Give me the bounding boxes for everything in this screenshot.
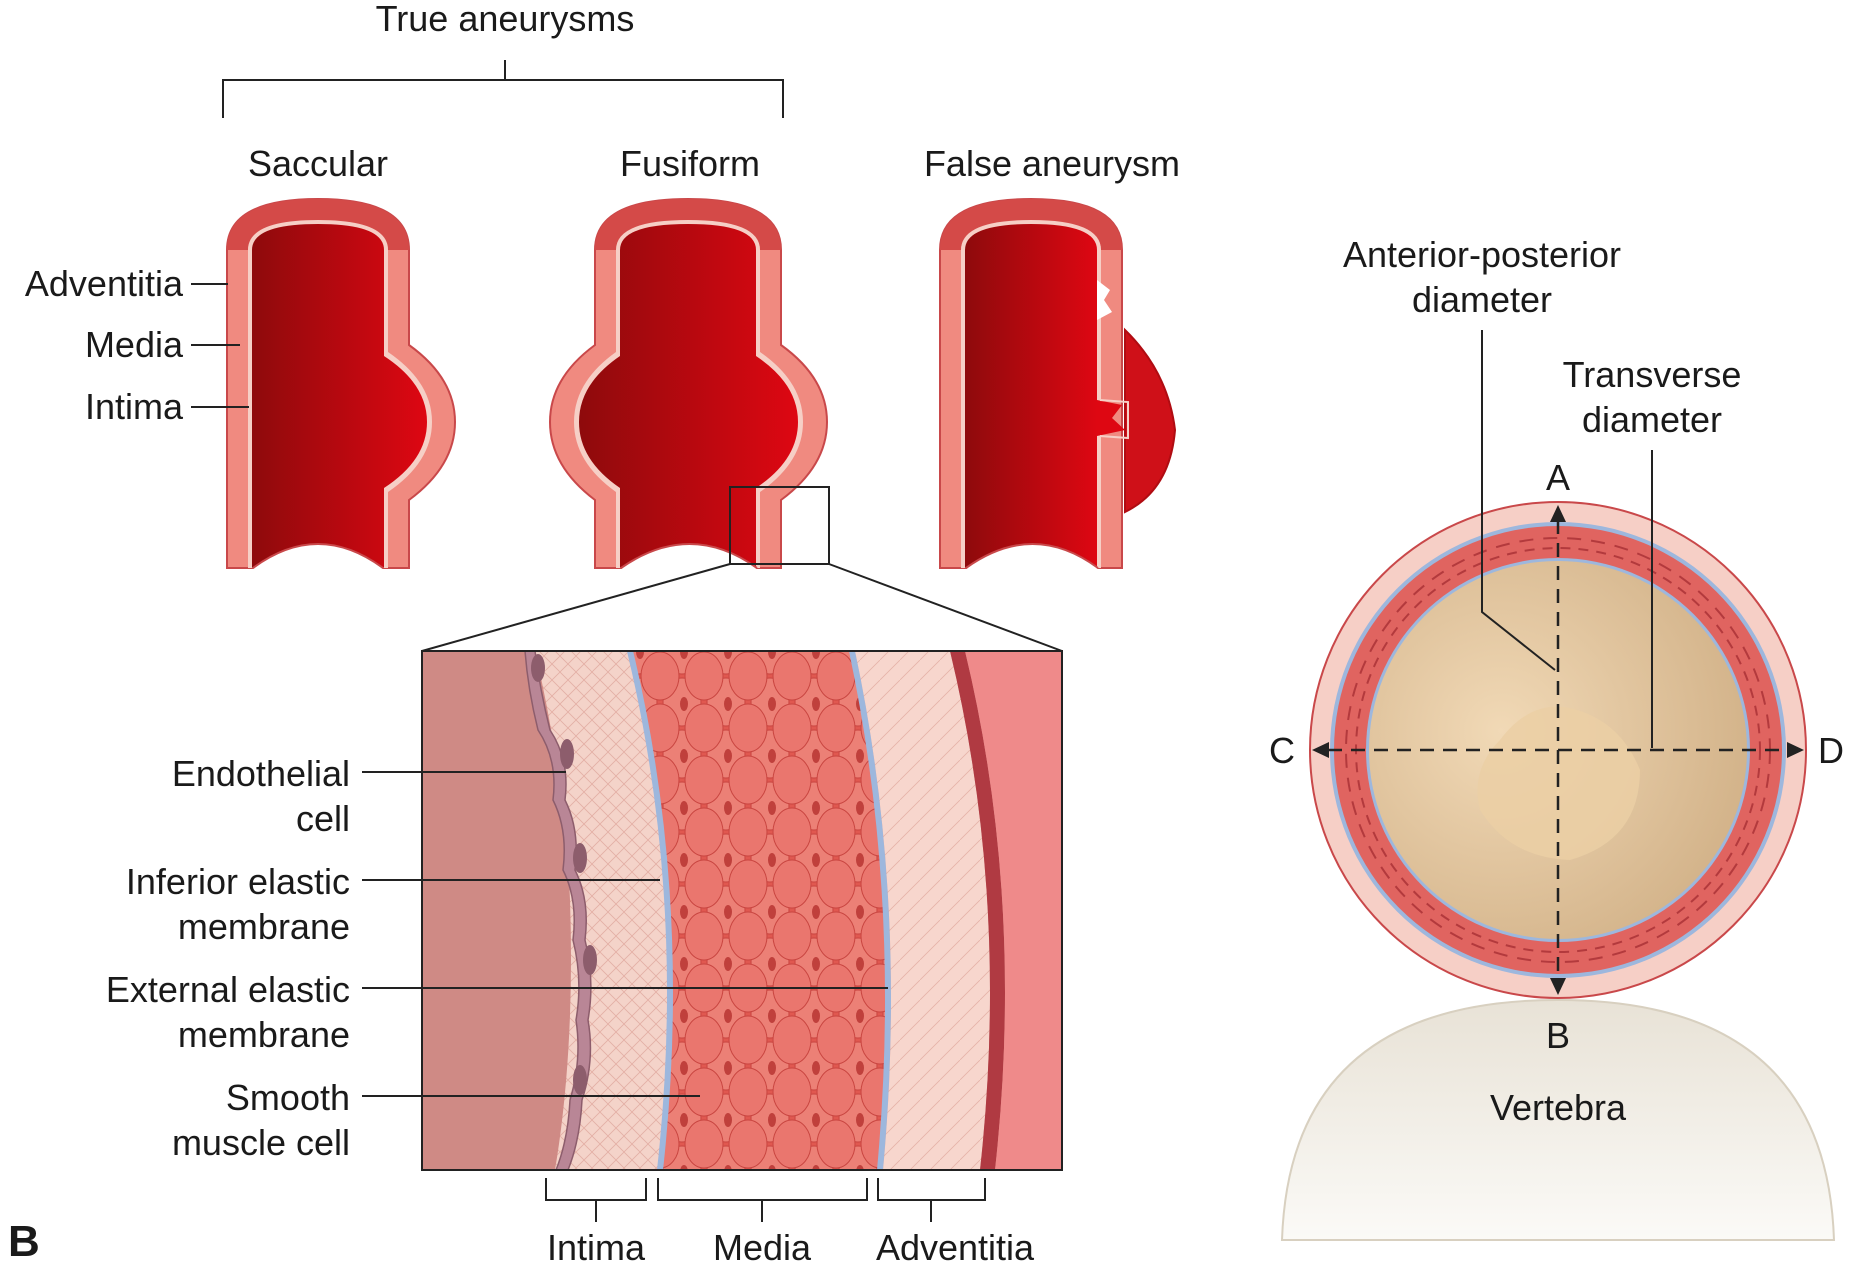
arrow-a — [1550, 505, 1566, 522]
wall-detail — [422, 651, 1062, 1170]
smooth-muscle-label-2: muscle cell — [172, 1122, 350, 1163]
point-b-label: B — [1546, 1015, 1570, 1056]
arrow-d — [1787, 742, 1804, 758]
true-aneurysms-bracket — [222, 60, 784, 118]
true-aneurysms-title: True aneurysms — [376, 0, 635, 39]
inferior-elastic-label-1: Inferior elastic — [126, 861, 350, 902]
point-a-label: A — [1546, 457, 1570, 498]
ap-diameter-label-2: diameter — [1412, 279, 1552, 320]
vertebra-shape — [1280, 998, 1836, 1241]
fusiform-vessel — [548, 197, 830, 569]
saccular-label: Saccular — [248, 143, 388, 184]
wall-detail-frame — [421, 650, 1063, 1171]
zoom-line-left — [421, 563, 731, 652]
adventitia-bracket — [877, 1178, 986, 1222]
transverse-diameter-label-2: diameter — [1582, 399, 1722, 440]
external-elastic-label-2: membrane — [178, 1014, 350, 1055]
false-aneurysm-label: False aneurysm — [924, 143, 1180, 184]
smooth-muscle-label-1: Smooth — [226, 1077, 350, 1118]
ap-diameter-label-1: Anterior-posterior — [1343, 234, 1621, 275]
arrow-c — [1312, 742, 1329, 758]
intima-bottom-label: Intima — [547, 1227, 646, 1268]
point-d-label: D — [1818, 730, 1844, 771]
vertebra-label: Vertebra — [1490, 1087, 1627, 1128]
endothelial-label-2: cell — [296, 798, 350, 839]
point-c-label: C — [1269, 730, 1295, 771]
media-label: Media — [85, 324, 184, 365]
arrow-b — [1550, 978, 1566, 995]
endothelial-label-1: Endothelial — [172, 753, 350, 794]
media-bracket — [657, 1178, 868, 1222]
zoom-line-right — [828, 563, 1063, 652]
ap-diameter-leader — [1481, 330, 1556, 671]
intima-label: Intima — [85, 386, 184, 427]
saccular-vessel — [226, 197, 457, 569]
transverse-diameter-label-1: Transverse — [1563, 354, 1742, 395]
panel-letter: B — [8, 1217, 40, 1266]
inferior-elastic-label-2: membrane — [178, 906, 350, 947]
media-bottom-label: Media — [713, 1227, 812, 1268]
magnify-box — [729, 486, 830, 565]
false-aneurysm-vessel — [939, 197, 1177, 569]
external-elastic-label-1: External elastic — [106, 969, 350, 1010]
fusiform-label: Fusiform — [620, 143, 760, 184]
adventitia-label: Adventitia — [25, 263, 184, 304]
adventitia-bottom-label: Adventitia — [876, 1227, 1035, 1268]
intima-bracket — [545, 1178, 647, 1222]
